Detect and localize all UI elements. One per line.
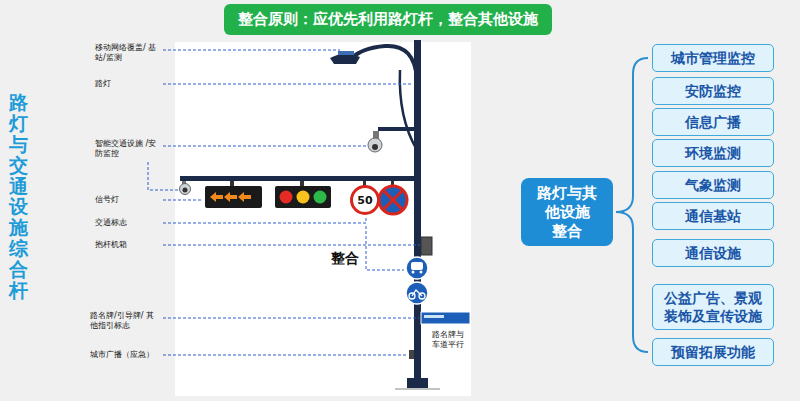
illustration-line	[384, 191, 402, 209]
callout-label: 移动网络覆盖/ 基站/监测	[95, 43, 161, 62]
illustration-polyline	[163, 216, 366, 223]
illustration-rect	[421, 312, 470, 324]
illustration-circle	[297, 191, 310, 204]
illustration-polyline	[163, 200, 203, 201]
illustration-circle	[183, 188, 188, 193]
illustration-rect	[180, 176, 416, 181]
function-box: 通信设施	[652, 239, 774, 267]
illustration-circle	[406, 257, 428, 279]
illustration-rect	[338, 51, 354, 55]
illustration-circle	[379, 186, 407, 214]
illustration-path	[210, 192, 223, 202]
illustration-rect	[300, 181, 304, 186]
illustration-circle	[412, 271, 415, 274]
illustration-line	[395, 389, 440, 390]
function-box: 气象监测	[652, 171, 774, 199]
illustration-circle	[372, 144, 378, 150]
side-title: 路灯与交通设施综合杆	[9, 92, 28, 301]
illustration-rect	[205, 186, 262, 208]
box-text: 通信设施	[685, 244, 741, 262]
box-text: 预留拓展功能	[671, 343, 755, 361]
illustration-polyline	[163, 84, 413, 85]
illustration-polyline	[366, 226, 404, 270]
function-box: 环境监测	[652, 139, 774, 167]
box-text: 安防监控	[685, 82, 741, 100]
illustration-rect	[275, 186, 331, 208]
illustration-rect	[230, 181, 234, 186]
principle-banner: 整合原则：应优先利用路灯杆，整合其他设施	[224, 4, 552, 35]
illustration-polyline	[163, 245, 420, 246]
box-text: 路灯与其 他设施 整合	[536, 184, 598, 240]
callout-label: 智能交通设施 /安防监控	[95, 139, 161, 158]
callout-label: 路名牌/引导牌/ 其他指引标志	[90, 311, 160, 330]
illustration-polyline	[163, 355, 408, 356]
illustration-path	[616, 58, 648, 352]
callout-label: 抱杆机箱	[95, 240, 161, 250]
box-text: 通信基站	[685, 207, 741, 225]
illustration-circle	[280, 191, 293, 204]
illustration-g	[148, 50, 420, 355]
function-box: 预留拓展功能	[652, 338, 774, 366]
function-box: 通信基站	[652, 202, 774, 230]
illustration-circle	[314, 191, 327, 204]
illustration-polyline	[163, 146, 366, 147]
function-box: 公益广告、景观 装饰及宣传设施	[652, 284, 774, 330]
illustration-circle	[368, 138, 382, 152]
illustration-rect	[378, 127, 414, 131]
illustration-rect	[407, 378, 428, 388]
illustration-rect	[175, 42, 471, 396]
illustration-rect	[424, 315, 444, 318]
function-box: 城市管理监控	[652, 44, 774, 72]
callout-label: 信号灯	[95, 195, 161, 205]
plate-note: 路名牌与 车道平行	[432, 330, 470, 349]
box-text: 公益广告、景观 装饰及宣传设施	[659, 289, 767, 325]
illustration-polyline	[163, 50, 340, 51]
function-box: 安防监控	[652, 77, 774, 105]
illustration-path	[352, 46, 417, 80]
box-text: 城市管理监控	[671, 49, 755, 67]
box-text: 50	[357, 194, 372, 207]
illustration-polyline	[163, 318, 419, 319]
callout-label: 路灯	[95, 79, 161, 89]
integration-label: 整合	[331, 250, 359, 267]
illustration-path	[412, 290, 422, 296]
illustration-rect	[421, 237, 432, 255]
illustration-path	[238, 192, 251, 202]
illustration-rect	[409, 350, 414, 359]
illustration-rect	[411, 262, 423, 270]
box-text: 气象监测	[685, 176, 741, 194]
box-text: 信息广播	[685, 113, 741, 131]
center-box: 路灯与其 他设施 整合	[521, 178, 613, 246]
callout-label: 交通标志	[95, 218, 161, 228]
illustration-rect	[414, 40, 421, 380]
illustration-circle	[406, 282, 428, 304]
illustration-path	[330, 54, 360, 64]
illustration-path	[224, 192, 237, 202]
box-text: 环境监测	[685, 144, 741, 162]
speed-limit-sign: 50	[350, 185, 380, 215]
callout-label: 城市广播（应急）	[90, 350, 162, 360]
illustration-line	[384, 191, 402, 209]
function-box: 信息广播	[652, 108, 774, 136]
illustration-circle	[420, 271, 423, 274]
box-text: 整合原则：应优先利用路灯杆，整合其他设施	[238, 10, 538, 29]
illustration-polyline	[148, 162, 178, 190]
illustration-circle	[180, 184, 191, 195]
